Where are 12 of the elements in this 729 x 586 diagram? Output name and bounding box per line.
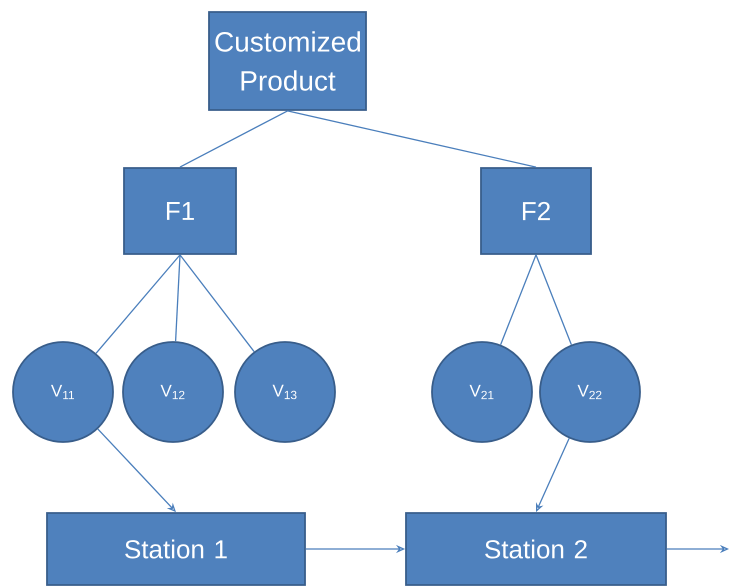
station-box: Station 1 — [46, 512, 306, 586]
station-box: Station 2 — [405, 512, 667, 586]
connector-line — [535, 254, 572, 345]
connector-line — [180, 110, 288, 168]
connector-line — [174, 254, 181, 342]
connector-line — [179, 254, 255, 352]
connector-line — [96, 254, 180, 354]
connector-line — [500, 254, 537, 345]
connector-line — [287, 110, 536, 168]
product-box: Customized Product — [208, 11, 367, 111]
feature-box: F2 — [480, 167, 592, 255]
feature-box: F1 — [123, 167, 237, 255]
